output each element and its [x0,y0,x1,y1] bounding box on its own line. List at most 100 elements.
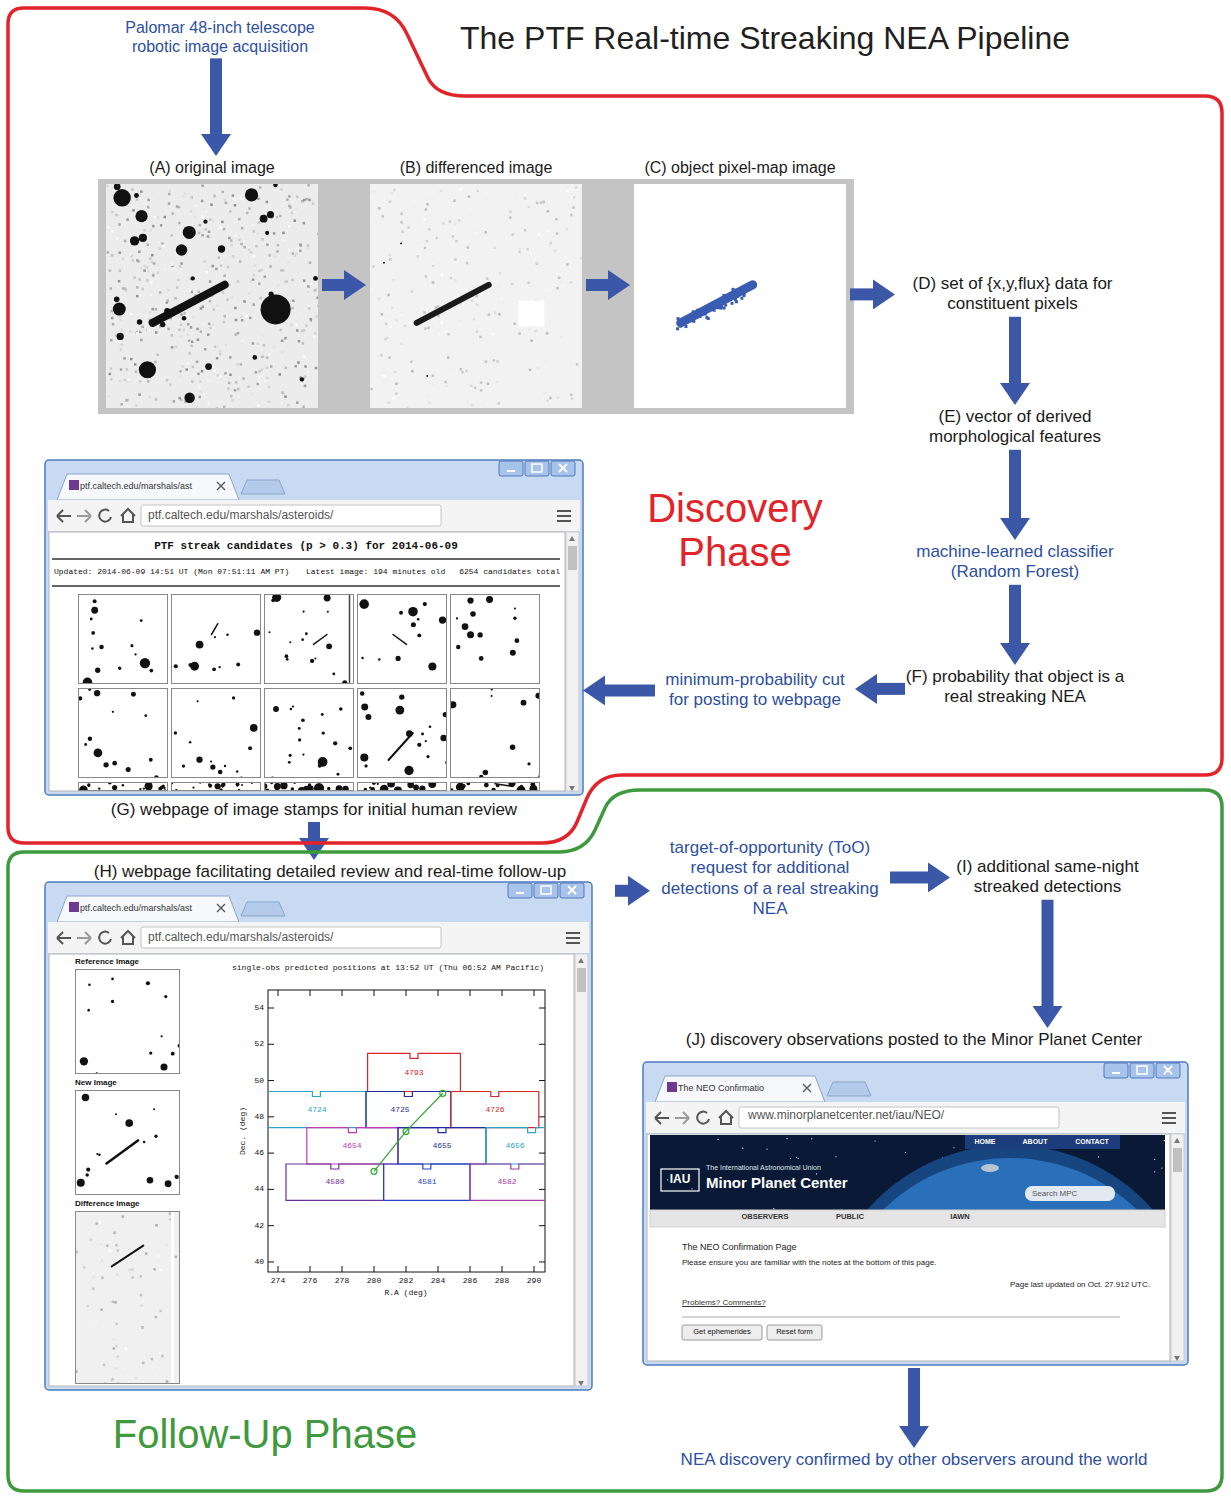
step-label: target-of-opportunity (ToO) request for … [650,836,890,922]
toolbar [646,1102,1185,1133]
flow-arrow [210,58,222,134]
stamp-border [265,595,354,684]
noise-pixel [218,256,221,259]
noise-pixel [488,313,491,316]
noise-pixel [229,210,232,213]
star [250,724,258,732]
noise-pixel [277,283,280,286]
star [111,978,114,981]
noise-pixel [296,401,299,404]
star [112,785,117,790]
noise-pixel [106,1244,109,1247]
noise-pixel [554,249,557,252]
tick-mark [539,1044,545,1045]
noise-pixel [518,251,521,254]
star [484,783,489,788]
noise-pixel [389,201,392,204]
back-icon [655,1112,669,1124]
window-button [1156,1063,1180,1078]
object-pixel [740,288,743,291]
star [456,617,458,619]
noise-pixel [542,201,545,204]
noise-pixel [294,211,297,214]
star [285,654,289,658]
window-frame [45,882,592,1390]
candidate-stamp [171,782,261,791]
noise-pixel [304,365,307,368]
noise-pixel [291,279,294,282]
sky-star [798,1158,799,1159]
noise-pixel [295,324,298,327]
noise-pixel [470,385,473,388]
noise-pixel [268,254,271,257]
object-pixel [676,327,679,330]
noise-pixel [125,1347,128,1350]
star [99,645,104,650]
tick-mark [268,1261,274,1262]
star [215,783,221,789]
noise-pixel [247,385,250,388]
noise-pixel [135,370,138,373]
noise-pixel [136,332,139,335]
noise-pixel [168,189,171,192]
asteroid-streak [389,733,413,760]
noise-pixel [214,346,217,349]
noise-pixel [570,394,573,397]
stamp-border [358,783,447,791]
back-icon [57,932,71,944]
noise-pixel [438,320,441,323]
field-number: 4580 [325,1177,344,1186]
noise-pixel [387,402,390,405]
noise-pixel [207,333,210,336]
noise-pixel [146,266,149,269]
star [510,650,516,656]
candidate-stamp [78,594,168,684]
window-button [534,883,558,898]
stamp-background [171,782,261,791]
scroll-arrow [578,958,584,963]
noise-pixel [234,204,237,207]
candidate-stamp [264,782,354,791]
noise-pixel [131,1268,134,1271]
star [332,672,335,675]
image-panel: (B) differenced image [366,156,586,414]
noise-pixel [141,330,144,333]
asteroid-streak [153,285,225,323]
noise-pixel [276,285,279,288]
noise-pixel [148,270,151,273]
noise-pixel [120,368,123,371]
noise-pixel [431,324,434,327]
stamp-background [357,688,447,778]
star [241,784,243,786]
noise-pixel [160,1269,163,1272]
noise-pixel [180,323,183,326]
noise-pixel [428,228,431,231]
step-label: (C) object pixel-map image [630,156,850,179]
noise-pixel [266,366,269,369]
object-pixel [717,301,720,304]
noise-pixel [309,261,312,264]
noise-pixel [237,332,240,335]
noise-pixel [294,219,297,222]
noise-pixel [268,353,271,356]
noise-pixel [548,244,551,247]
noise-pixel [234,235,237,238]
noise-pixel [426,203,429,206]
noise-pixel [547,230,550,233]
window-button [499,461,523,476]
noise-pixel [554,218,557,221]
noise-pixel [425,275,428,278]
step-label: (B) differenced image [366,156,586,179]
star [417,618,420,621]
axis-tick-label: 48 [254,1112,264,1121]
noise-pixel [209,327,212,330]
object-pixel [704,313,707,316]
noise-pixel [475,295,478,298]
noise-pixel [307,184,310,187]
noise-pixel [572,206,575,209]
object-pixel [696,309,699,312]
star [232,696,235,699]
star [361,704,368,711]
noise-pixel [258,221,261,224]
star [515,638,520,643]
